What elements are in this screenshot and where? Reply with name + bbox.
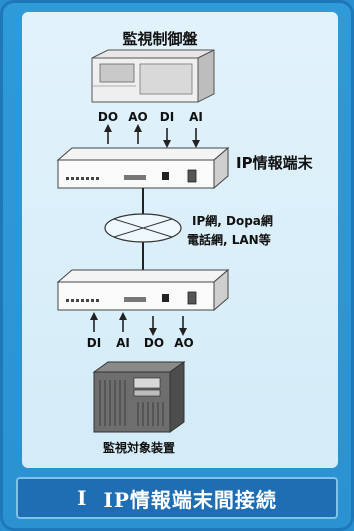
ip-terminal-upper-icon (56, 146, 230, 190)
signal-label-di-lower: DI (87, 336, 101, 350)
network-label-line1: IP網, Dopa網 (192, 213, 273, 228)
signal-label-do-lower: DO (144, 336, 164, 350)
ip-terminal-lower-icon (56, 268, 230, 312)
lower-signal-group: DI AI DO AO (87, 312, 194, 350)
signal-label-ao-lower: AO (174, 336, 194, 350)
control-panel-icon (91, 49, 215, 103)
upper-signal-group: DO AO DI AI (98, 110, 203, 148)
footer-title: I IP情報端末間接続 (16, 477, 338, 519)
footer-title-text: IP情報端末間接続 (103, 487, 277, 512)
signal-label-ai-lower: AI (116, 336, 130, 350)
signal-label-ao-upper: AO (128, 110, 148, 124)
signal-label-di-upper: DI (160, 110, 174, 124)
network-cloud-icon (104, 213, 182, 243)
ip-terminal-label: IP情報端末 (236, 154, 314, 172)
signal-label-ai-upper: AI (189, 110, 203, 124)
network-label-line2: 電話網, LAN等 (187, 232, 271, 247)
signal-label-do-upper: DO (98, 110, 118, 124)
control-panel-label: 監視制御盤 (122, 30, 198, 48)
footer-title-bar: I IP情報端末間接続 (16, 477, 338, 519)
monitored-equipment-label: 監視対象装置 (103, 440, 175, 455)
monitored-equipment-icon (92, 361, 186, 433)
footer-numeral: I (77, 486, 88, 510)
